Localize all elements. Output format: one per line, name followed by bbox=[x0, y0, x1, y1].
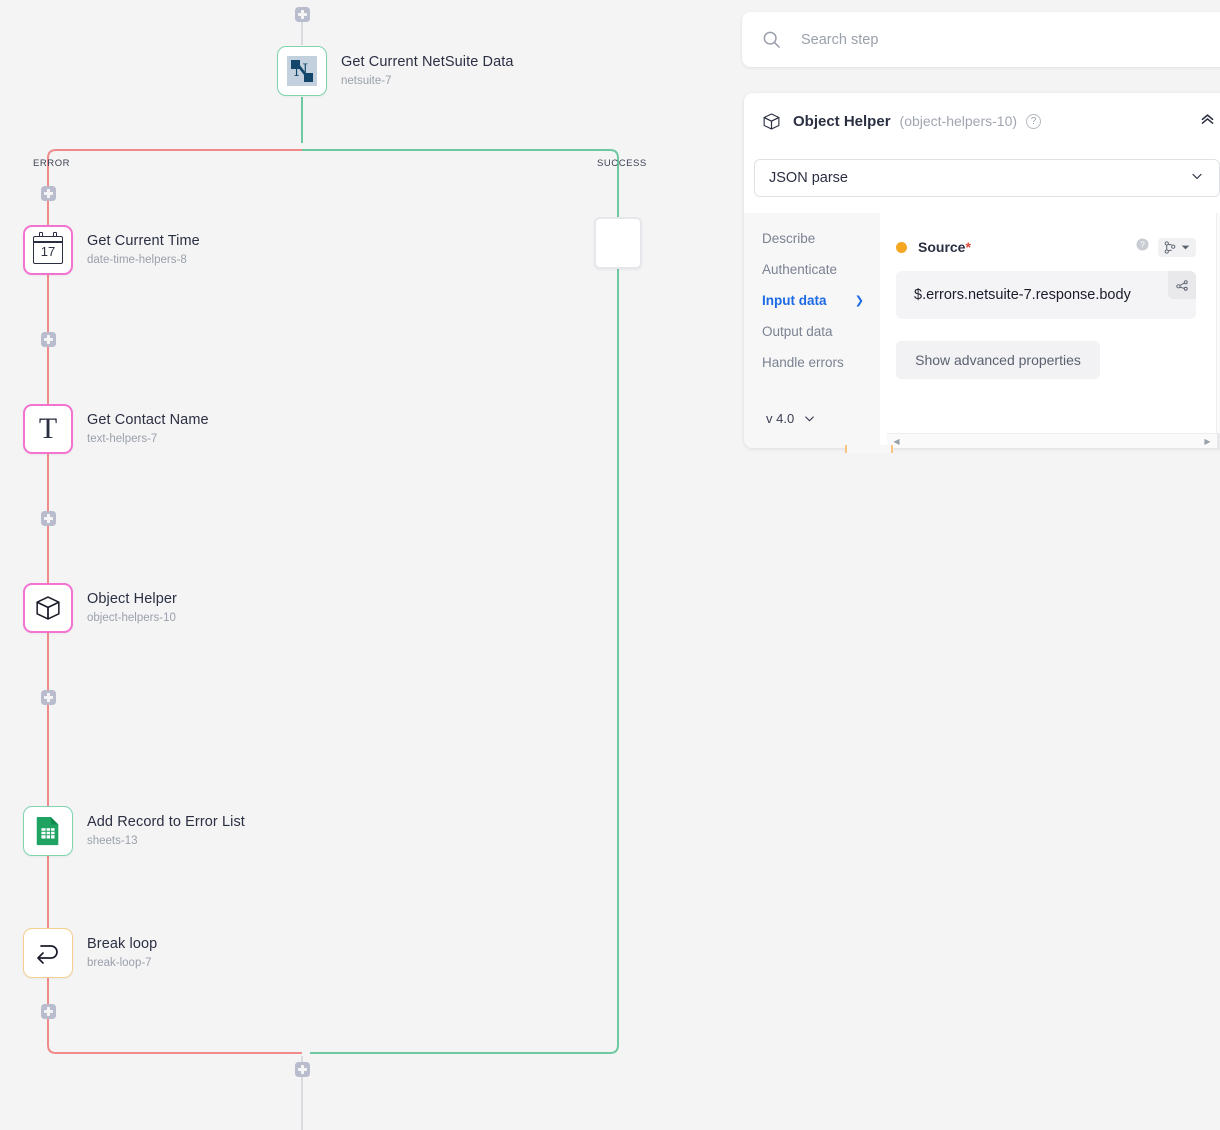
empty-node-box[interactable] bbox=[594, 217, 642, 269]
tab-label: Authenticate bbox=[762, 262, 838, 277]
google-sheets-icon bbox=[36, 816, 59, 846]
chevron-down-icon bbox=[1181, 245, 1190, 249]
input-data-fields: Source* ? bbox=[880, 213, 1220, 448]
node-text-helpers-7[interactable]: T Get Contact Name text-helpers-7 bbox=[23, 404, 209, 454]
node-id: sheets-13 bbox=[87, 834, 138, 847]
branch-icon bbox=[1164, 240, 1176, 254]
node-break-loop-7[interactable]: Break loop break-loop-7 bbox=[23, 928, 157, 978]
step-panel-title: Object Helper bbox=[793, 112, 891, 130]
cube-icon bbox=[36, 596, 60, 620]
source-field-label: Source* bbox=[918, 239, 971, 255]
netsuite-icon: N bbox=[287, 56, 317, 86]
cube-icon bbox=[763, 113, 780, 129]
tab-label: Output data bbox=[762, 324, 833, 339]
step-panel-tabs[interactable]: Describe Authenticate Input data ❯ Outpu… bbox=[744, 213, 880, 448]
node-icon-box[interactable] bbox=[23, 583, 73, 633]
text-t-icon: T bbox=[38, 412, 58, 445]
source-input[interactable]: $.errors.netsuite-7.response.body bbox=[896, 271, 1196, 319]
node-title: Get Current NetSuite Data bbox=[341, 54, 514, 71]
add-step-button-error-4[interactable] bbox=[41, 690, 56, 705]
node-title: Get Contact Name bbox=[87, 412, 209, 429]
search-step-bar[interactable] bbox=[742, 12, 1220, 67]
operation-select[interactable]: JSON parse bbox=[754, 159, 1220, 197]
node-icon-box[interactable]: T bbox=[23, 404, 73, 454]
node-title: Get Current Time bbox=[87, 233, 200, 250]
tab-handle-errors[interactable]: Handle errors bbox=[762, 355, 880, 370]
svg-text:?: ? bbox=[1140, 241, 1145, 250]
tab-label: Input data bbox=[762, 293, 827, 308]
panel-horizontal-scrollbar[interactable]: ◀ ▶ bbox=[887, 433, 1217, 448]
node-icon-box[interactable] bbox=[23, 928, 73, 978]
field-mapping-button[interactable] bbox=[1158, 237, 1196, 257]
add-step-button-top[interactable] bbox=[295, 7, 310, 22]
show-advanced-properties-button[interactable]: Show advanced properties bbox=[896, 341, 1100, 379]
status-dot-icon bbox=[896, 241, 907, 253]
add-step-button-error-1[interactable] bbox=[41, 186, 56, 201]
branch-label-error: ERROR bbox=[33, 158, 71, 169]
scrollbar-corner bbox=[1217, 433, 1220, 448]
add-step-button-bottom[interactable] bbox=[295, 1062, 310, 1077]
node-title: Add Record to Error List bbox=[87, 814, 245, 831]
node-id: date-time-helpers-8 bbox=[87, 253, 187, 266]
chevron-down-icon bbox=[805, 416, 815, 422]
node-object-helpers-10[interactable]: Object Helper object-helpers-10 bbox=[23, 583, 177, 633]
operation-select-value: JSON parse bbox=[769, 170, 848, 186]
tab-authenticate[interactable]: Authenticate bbox=[762, 262, 880, 277]
tab-input-data[interactable]: Input data ❯ bbox=[762, 293, 880, 308]
collapse-panel-button[interactable] bbox=[1199, 110, 1216, 132]
node-id: netsuite-7 bbox=[341, 74, 392, 87]
tab-output-data[interactable]: Output data bbox=[762, 324, 880, 339]
source-picker-icon[interactable] bbox=[1168, 271, 1196, 299]
version-selector[interactable]: v 4.0 bbox=[766, 411, 817, 426]
workflow-canvas[interactable]: ERROR SUCCESS N Get Current NetSuite Dat… bbox=[0, 0, 742, 1130]
panel-vertical-scrollbar[interactable]: ▲ ▼ bbox=[1216, 213, 1220, 433]
calendar-icon: 17 bbox=[33, 232, 63, 264]
add-step-button-error-5[interactable] bbox=[41, 1004, 56, 1019]
add-step-button-error-3[interactable] bbox=[41, 511, 56, 526]
tab-label: Handle errors bbox=[762, 355, 844, 370]
node-netsuite-7[interactable]: N Get Current NetSuite Data netsuite-7 bbox=[277, 46, 514, 96]
node-id: break-loop-7 bbox=[87, 956, 152, 969]
scroll-right-arrow-icon[interactable]: ▶ bbox=[1204, 436, 1211, 446]
tab-describe[interactable]: Describe bbox=[762, 231, 880, 246]
node-sheets-13[interactable]: Add Record to Error List sheets-13 bbox=[23, 806, 245, 856]
add-step-button-error-2[interactable] bbox=[41, 332, 56, 347]
scroll-left-arrow-icon[interactable]: ◀ bbox=[893, 436, 900, 446]
node-title: Object Helper bbox=[87, 591, 177, 608]
hidden-tab-peek[interactable] bbox=[845, 445, 893, 453]
step-panel-header: Object Helper (object-helpers-10) ? bbox=[744, 93, 1220, 131]
node-id: text-helpers-7 bbox=[87, 432, 158, 445]
version-label: v 4.0 bbox=[766, 411, 795, 426]
field-help-icon[interactable]: ? bbox=[1135, 237, 1150, 257]
branch-label-success: SUCCESS bbox=[597, 158, 647, 169]
search-icon bbox=[763, 31, 780, 48]
loop-arrow-icon bbox=[37, 945, 58, 964]
help-icon[interactable]: ? bbox=[1026, 113, 1042, 129]
search-input[interactable] bbox=[799, 30, 1183, 49]
chevron-right-icon: ❯ bbox=[854, 295, 864, 307]
node-graph-icon bbox=[1175, 279, 1188, 291]
node-title: Break loop bbox=[87, 936, 158, 953]
node-icon-box[interactable]: N bbox=[277, 46, 327, 96]
node-id: object-helpers-10 bbox=[87, 611, 176, 624]
tab-label: Describe bbox=[762, 231, 816, 246]
step-config-panel[interactable]: Object Helper (object-helpers-10) ? JSON… bbox=[744, 93, 1220, 448]
chevron-down-icon bbox=[1189, 168, 1205, 188]
node-placeholder-empty[interactable] bbox=[594, 217, 642, 269]
source-input-value: $.errors.netsuite-7.response.body bbox=[914, 287, 1131, 303]
step-panel-id: (object-helpers-10) bbox=[899, 113, 1018, 129]
node-icon-box[interactable]: 17 bbox=[23, 225, 73, 275]
node-icon-box[interactable] bbox=[23, 806, 73, 856]
node-date-time-helpers-8[interactable]: 17 Get Current Time date-time-helpers-8 bbox=[23, 225, 200, 275]
source-field-header: Source* ? bbox=[896, 237, 1196, 257]
